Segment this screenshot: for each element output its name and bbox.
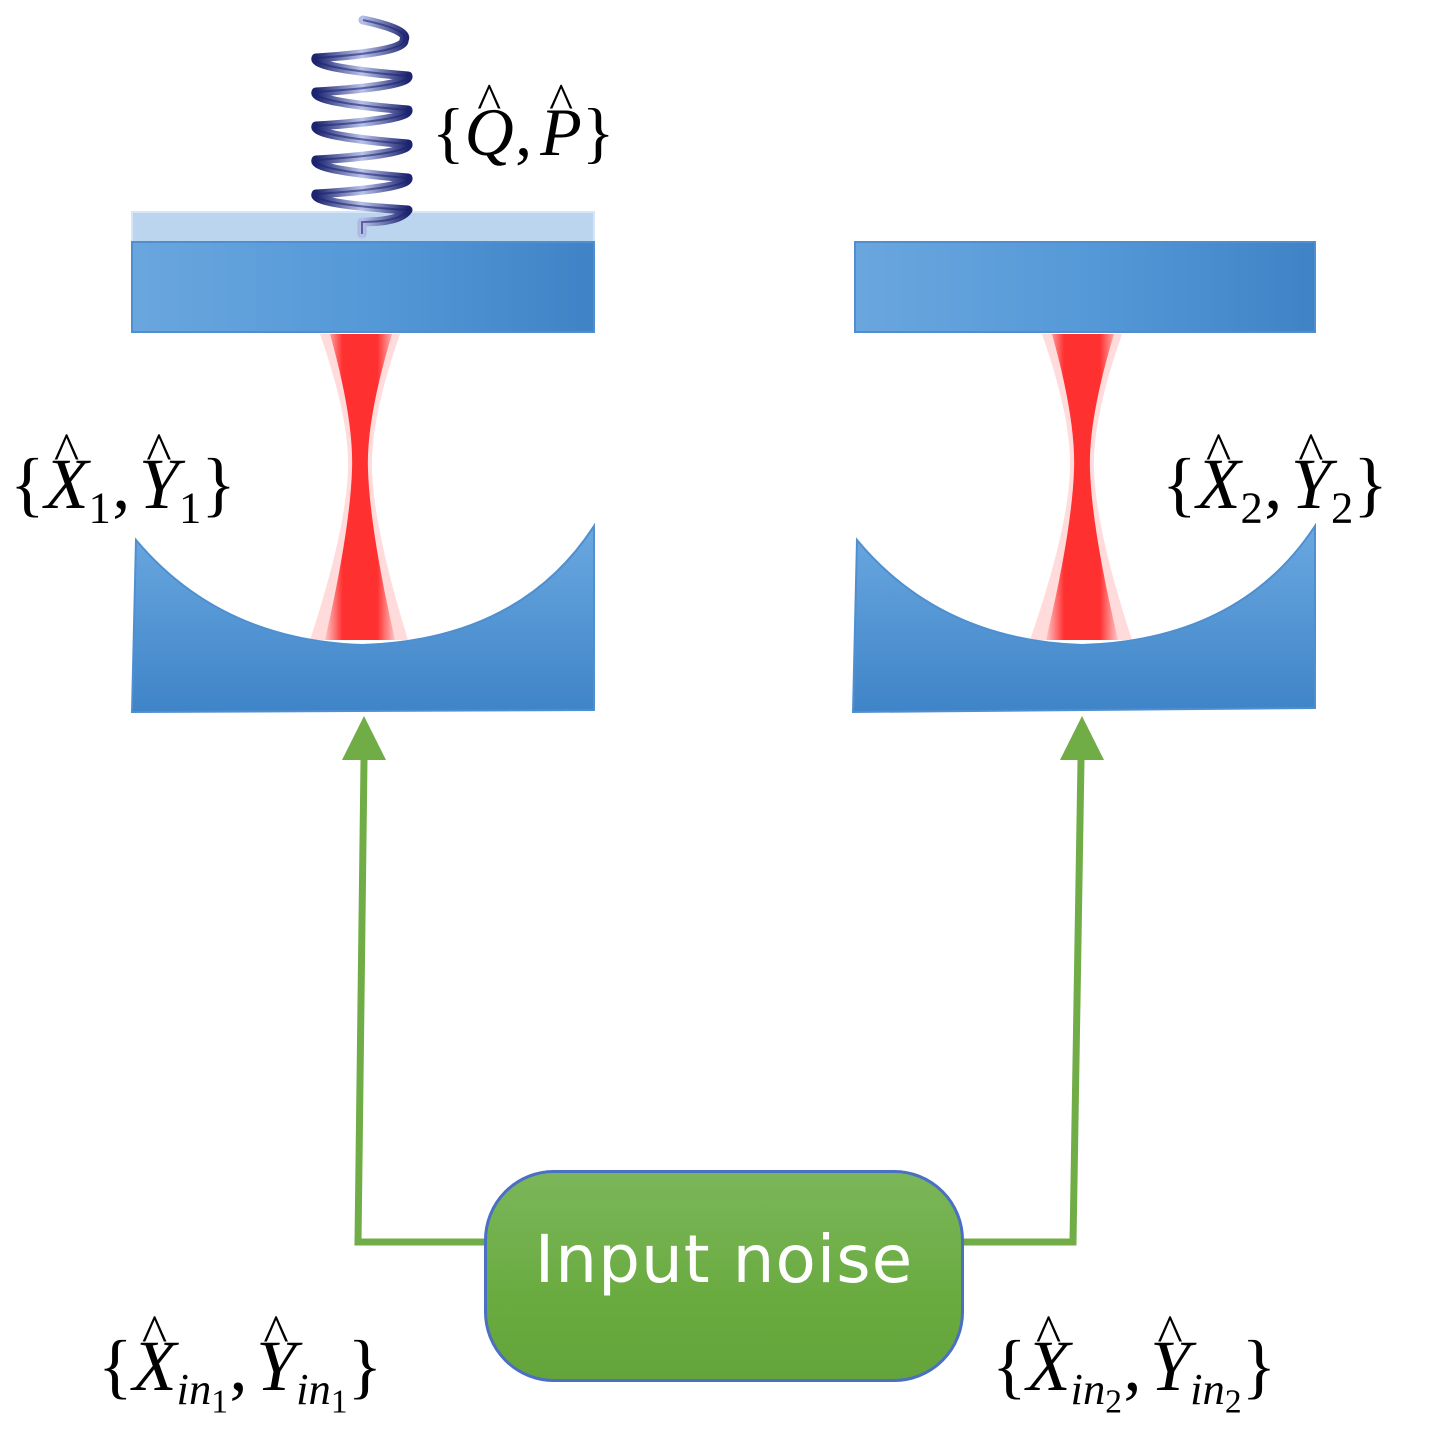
arrow-to-cavity-2 — [962, 759, 1085, 1246]
arrow-to-cavity-1 — [354, 759, 486, 1246]
noise-arrows — [342, 716, 1104, 1246]
cavity-2 — [851, 241, 1316, 714]
input-2-label: {^Xin2,^Yin2} — [992, 1304, 1277, 1421]
arrowhead-cavity-1 — [342, 716, 386, 760]
cavity-2-label: {^X2,^Y2} — [1162, 422, 1388, 533]
mechanical-spring — [311, 15, 413, 239]
laser-beam-2 — [1046, 334, 1118, 640]
curved-mirror-1 — [130, 522, 595, 714]
cavity-1-label: {^X1,^Y1} — [10, 422, 236, 533]
arrowhead-cavity-2 — [1060, 716, 1104, 760]
fixed-mirror — [854, 241, 1316, 333]
movable-mirror — [131, 241, 595, 333]
spring-coil-outline — [314, 19, 410, 234]
input-noise-box: Input noise — [484, 1170, 964, 1382]
input-noise-label: Input noise — [534, 1220, 914, 1298]
curved-mirror-2 — [851, 522, 1316, 714]
laser-beam-1 — [325, 334, 395, 640]
mechanical-mode-label: {^Q,^P} — [432, 73, 615, 170]
input-1-label: {^Xin1,^Yin1} — [98, 1304, 383, 1421]
cavity-1 — [130, 211, 595, 714]
